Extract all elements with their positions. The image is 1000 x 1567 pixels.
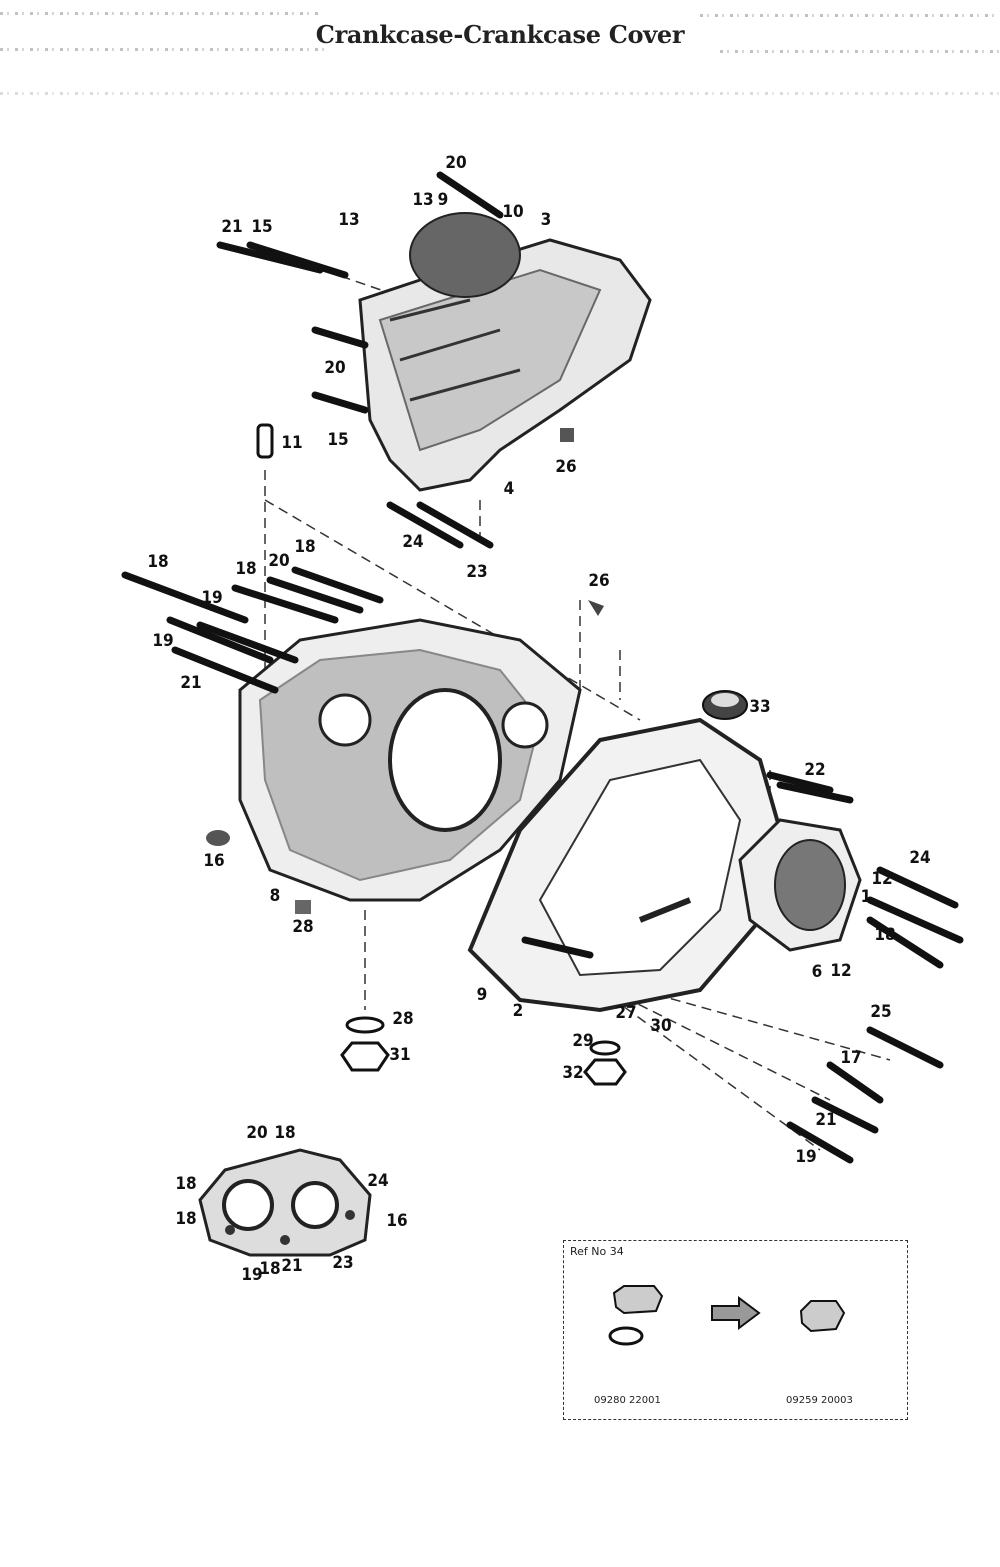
part-callout-21: 21 xyxy=(180,673,201,693)
part-callout-8: 8 xyxy=(270,886,281,906)
part-callout-18: 18 xyxy=(874,925,895,945)
small-parts xyxy=(206,423,627,1086)
part-callout-2: 2 xyxy=(513,1001,524,1021)
clutch-cover-small xyxy=(738,818,862,952)
part-callout-32: 32 xyxy=(562,1063,583,1083)
part-callout-16: 16 xyxy=(203,851,224,871)
part-callout-18: 18 xyxy=(147,552,168,572)
part-callout-21: 21 xyxy=(815,1110,836,1130)
part-callout-28: 28 xyxy=(392,1009,413,1029)
part-callout-31: 31 xyxy=(389,1045,410,1065)
part-callout-12: 12 xyxy=(871,869,892,889)
part-callout-16: 16 xyxy=(386,1211,407,1231)
washer xyxy=(589,1040,621,1056)
part-callout-21: 21 xyxy=(221,217,242,237)
part-callout-18: 18 xyxy=(274,1123,295,1143)
part-callout-18: 18 xyxy=(294,537,315,557)
drain-plug xyxy=(583,1058,627,1086)
scan-noise xyxy=(720,50,1000,53)
part-callout-20: 20 xyxy=(246,1123,267,1143)
plug xyxy=(560,428,574,442)
part-callout-20: 20 xyxy=(445,153,466,173)
part-callout-19: 19 xyxy=(201,588,222,608)
part-callout-13: 13 xyxy=(412,190,433,210)
old-oil-cap-icon xyxy=(612,1285,664,1315)
part-callout-22: 22 xyxy=(804,760,825,780)
part-callout-12: 12 xyxy=(830,961,851,981)
part-callout-28: 28 xyxy=(292,917,313,937)
crankcase-inset xyxy=(198,1148,372,1257)
page-title: Crankcase-Crankcase Cover xyxy=(315,20,685,49)
part-callout-13: 13 xyxy=(338,210,359,230)
scan-noise xyxy=(700,14,1000,17)
plug xyxy=(295,900,311,914)
scan-noise xyxy=(0,12,320,15)
part-callout-18: 18 xyxy=(259,1259,280,1279)
dowel-pin xyxy=(256,423,274,459)
new-oil-cap-icon xyxy=(799,1300,846,1333)
part-callout-1: 1 xyxy=(861,887,872,907)
crankcase-left xyxy=(238,618,582,902)
part-callout-29: 29 xyxy=(572,1031,593,1051)
scan-noise xyxy=(0,48,330,51)
part-callout-27: 27 xyxy=(615,1003,636,1023)
scan-noise xyxy=(0,92,1000,95)
part-callout-24: 24 xyxy=(909,848,930,868)
part-callout-6: 6 xyxy=(812,962,823,982)
part-callout-21: 21 xyxy=(281,1256,302,1276)
part-callout-9: 9 xyxy=(477,985,488,1005)
part-callout-24: 24 xyxy=(367,1171,388,1191)
cover-upper xyxy=(358,212,652,492)
ref-box-illustration xyxy=(608,1285,846,1346)
oil-cap xyxy=(702,690,748,720)
arrow-right-icon xyxy=(711,1296,761,1330)
part-callout-10: 10 xyxy=(502,202,523,222)
part-callout-20: 20 xyxy=(324,358,345,378)
part-callout-11: 11 xyxy=(281,433,302,453)
old-part-number: 09280 22001 xyxy=(594,1395,661,1406)
part-callout-33: 33 xyxy=(749,697,770,717)
part-callout-24: 24 xyxy=(402,532,423,552)
drain-plug xyxy=(340,1041,390,1072)
part-callout-19: 19 xyxy=(241,1265,262,1285)
reference-box: Ref No 34 09280 22001 09259 20003 xyxy=(563,1240,908,1420)
part-callout-19: 19 xyxy=(152,631,173,651)
part-callout-19: 19 xyxy=(795,1147,816,1167)
part-callout-18: 18 xyxy=(235,559,256,579)
bolt-head xyxy=(206,830,230,846)
bolts xyxy=(121,171,964,1164)
part-callout-15: 15 xyxy=(327,430,348,450)
washer xyxy=(345,1016,385,1034)
part-callout-23: 23 xyxy=(332,1253,353,1273)
part-callout-9: 9 xyxy=(438,190,449,210)
plug xyxy=(588,600,604,616)
new-part-number: 09259 20003 xyxy=(786,1395,853,1406)
part-callout-4: 4 xyxy=(504,479,515,499)
ref-box-title: Ref No 34 xyxy=(570,1245,624,1258)
part-callout-15: 15 xyxy=(251,217,272,237)
part-callout-25: 25 xyxy=(870,1002,891,1022)
part-callout-26: 26 xyxy=(555,457,576,477)
part-callout-17: 17 xyxy=(840,1048,861,1068)
part-callout-3: 3 xyxy=(541,210,552,230)
part-callout-20: 20 xyxy=(268,551,289,571)
part-callout-18: 18 xyxy=(175,1209,196,1229)
o-ring-icon xyxy=(608,1326,644,1346)
part-callout-26: 26 xyxy=(588,571,609,591)
part-callout-23: 23 xyxy=(466,562,487,582)
crankcase-cover-right xyxy=(467,717,783,1013)
part-callout-18: 18 xyxy=(175,1174,196,1194)
part-callout-30: 30 xyxy=(650,1016,671,1036)
